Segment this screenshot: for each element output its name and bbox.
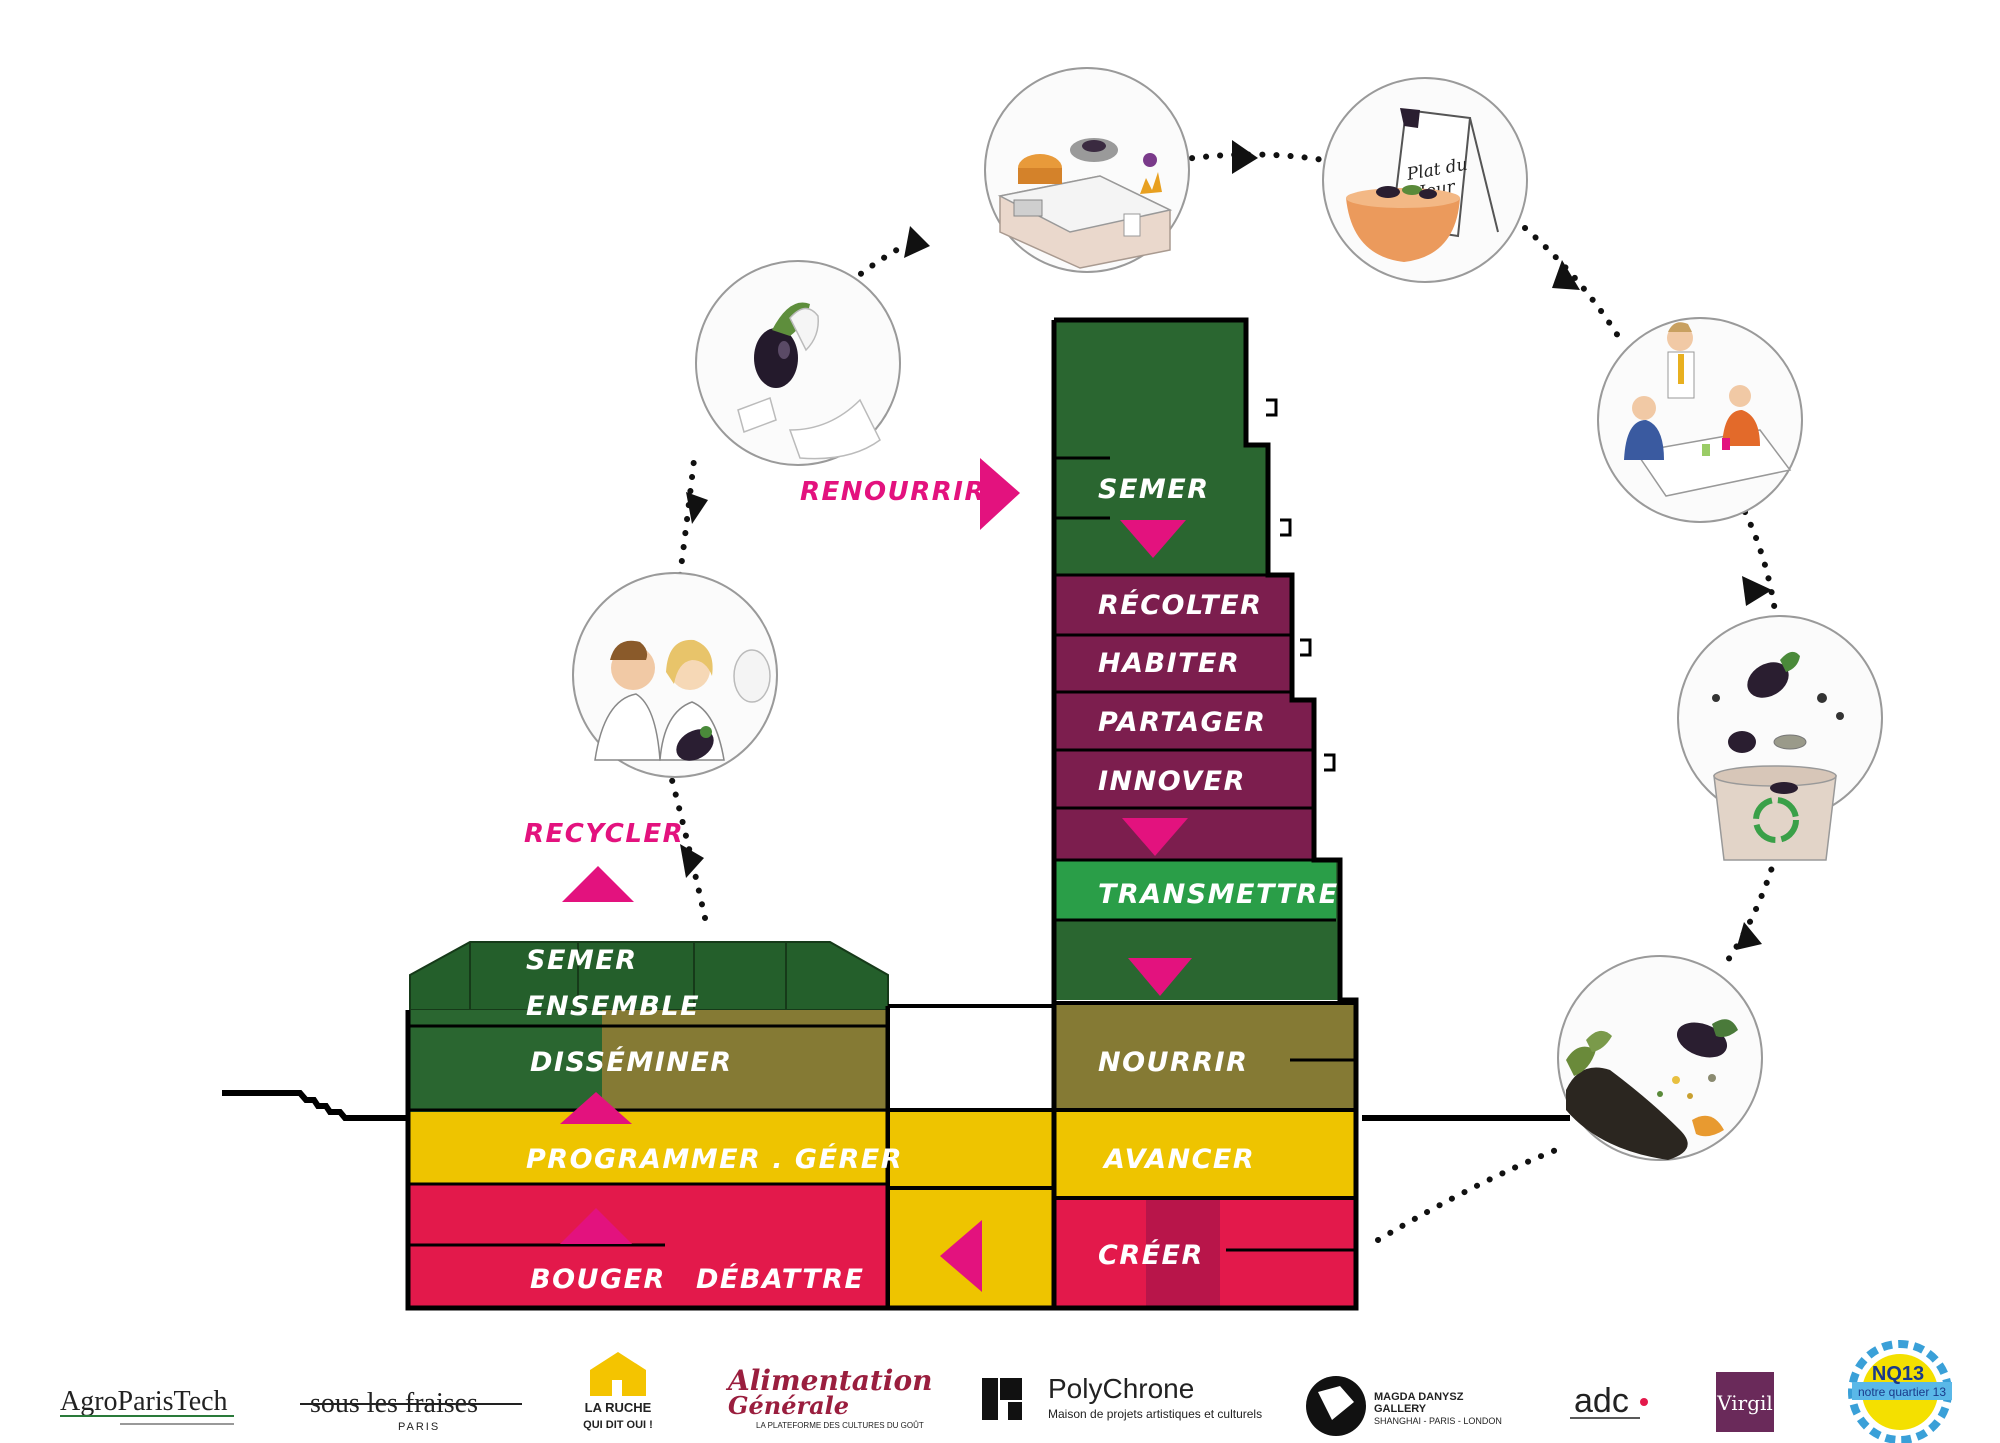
cycle-arrowheads — [680, 140, 1772, 950]
low-semer-label: SEMER — [526, 945, 638, 976]
polychrone-logo: PolyChrone Maison de projets artistiques… — [982, 1373, 1262, 1421]
tower-avancer-label: AVANCER — [1102, 1144, 1255, 1175]
alimentation-subtext: LA PLATEFORME DES CULTURES DU GOÛT — [756, 1421, 924, 1430]
agroparistech-logo: AgroParisTech — [60, 1386, 234, 1425]
sponsor-logos: AgroParisTech sous les fraises PARIS LA … — [60, 1340, 1952, 1443]
low-programmer-label: PROGRAMMER . GÉRER — [526, 1143, 903, 1175]
polychrone-subtext: Maison de projets artistiques et culture… — [1048, 1407, 1262, 1421]
ground-line — [222, 1090, 1570, 1121]
low-disseminer-label: DISSÉMINER — [530, 1046, 733, 1078]
tower-nourrir-label: NOURRIR — [1098, 1047, 1248, 1078]
low-debattre-label: DÉBATTRE — [696, 1263, 864, 1295]
polychrone-text: PolyChrone — [1048, 1373, 1194, 1404]
virgil-logo: Virgil — [1716, 1372, 1774, 1432]
tower-partager-label: PARTAGER — [1098, 707, 1266, 738]
nq13-subtext: notre quartier 13 — [1858, 1385, 1946, 1399]
alimentation-text-1: Alimentation — [725, 1364, 932, 1397]
magda-text-3: SHANGHAI - PARIS - LONDON — [1374, 1416, 1502, 1426]
tower-creer-label: CRÉER — [1098, 1239, 1204, 1271]
plat-du-jour-illustration: Plat du Jour — [1322, 77, 1528, 283]
recycling-bin-illustration — [1677, 615, 1883, 861]
flow-arrows — [560, 458, 1192, 1292]
tower-transmettre-label: TRANSMETTRE — [1098, 879, 1339, 910]
la-ruche-logo: LA RUCHE QUI DIT OUI ! — [583, 1352, 653, 1431]
sous-les-fraises-logo: sous les fraises PARIS — [300, 1388, 522, 1433]
renourrir-arrow — [980, 458, 1020, 530]
agroparistech-text: AgroParisTech — [60, 1386, 228, 1417]
la-ruche-text-2: QUI DIT OUI ! — [583, 1419, 653, 1431]
low-arrow-1 — [560, 1092, 632, 1124]
tower-arrow-3 — [1128, 958, 1192, 996]
nq13-logo: NQ13 notre quartier 13 — [1848, 1340, 1952, 1443]
la-ruche-text-1: LA RUCHE — [585, 1400, 652, 1415]
virgil-text: Virgil — [1716, 1391, 1773, 1415]
scientists-eggplant-illustration — [572, 572, 778, 778]
tower-semer-label: SEMER — [1098, 474, 1210, 505]
compost-soil-illustration — [1557, 955, 1763, 1161]
alimentation-generale-logo: Alimentation Générale LA PLATEFORME DES … — [725, 1364, 932, 1430]
sous-les-fraises-subtext: PARIS — [398, 1421, 440, 1433]
hand-eggplant-illustration — [695, 260, 901, 466]
adc-logo: adc — [1570, 1382, 1648, 1420]
tower-habiter-label: HABITER — [1098, 648, 1240, 679]
nq13-text: NQ13 — [1872, 1363, 1924, 1385]
tower-arrow-1 — [1120, 520, 1186, 558]
magda-text-2: GALLERY — [1374, 1403, 1427, 1415]
kitchen-illustration — [984, 67, 1190, 273]
labels: RENOURRIR RECYCLER SEMER RÉCOLTER HABITE… — [524, 474, 1339, 1295]
alimentation-text-2: Générale — [728, 1391, 849, 1420]
low-ensemble-label: ENSEMBLE — [526, 991, 700, 1022]
low-building — [405, 941, 891, 1311]
adc-text: adc — [1574, 1382, 1629, 1420]
low-bouger-label: BOUGER — [530, 1264, 666, 1295]
tower-recolter-label: RÉCOLTER — [1098, 589, 1262, 621]
cycle-illustrations: Plat du Jour — [572, 67, 1883, 1161]
magda-text-1: MAGDA DANYSZ — [1374, 1391, 1464, 1403]
magda-danysz-logo: MAGDA DANYSZ GALLERY SHANGHAI - PARIS - … — [1306, 1376, 1502, 1436]
recycler-label: RECYCLER — [524, 819, 684, 849]
tower-arrow-2 — [1122, 818, 1188, 856]
connector-arrow — [940, 1220, 982, 1292]
restaurant-diners-illustration — [1597, 317, 1803, 523]
low-arrow-2 — [560, 1208, 632, 1244]
recycler-arrow — [562, 866, 634, 902]
tower — [1051, 317, 1359, 1311]
tower-innover-label: INNOVER — [1098, 766, 1246, 797]
renourrir-label: RENOURRIR — [800, 477, 986, 507]
